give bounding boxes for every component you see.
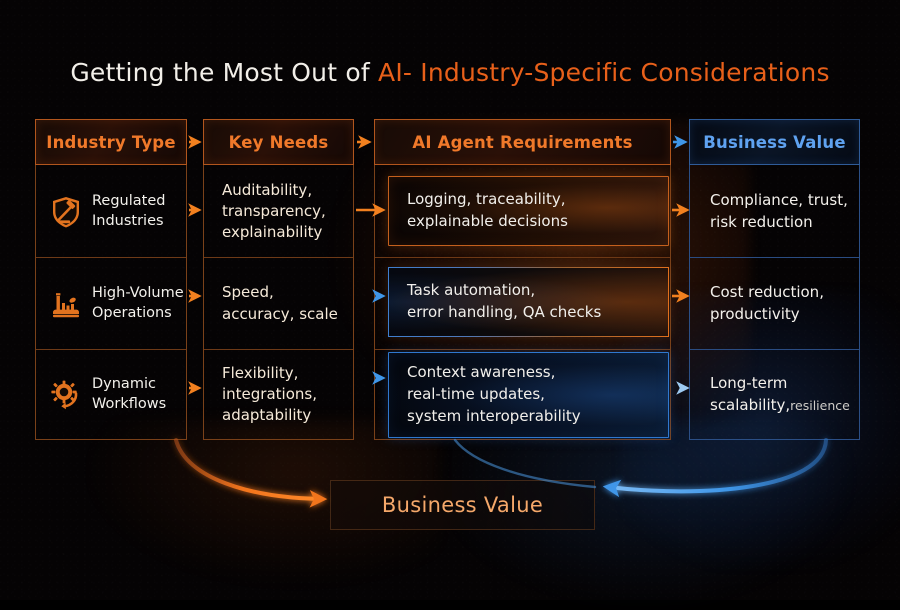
- blue-curve: [602, 438, 828, 498]
- requirement-box-high-volume[interactable]: Task automation, error handling, QA chec…: [388, 267, 669, 337]
- requirement-box-dynamic[interactable]: Context awareness, real-time updates, sy…: [388, 352, 669, 438]
- shield-gavel-icon: [49, 195, 83, 229]
- header-key-needs[interactable]: Key Needs: [203, 119, 354, 165]
- cell-needs-dynamic[interactable]: Flexibility, integrations, adaptability: [204, 350, 353, 439]
- footer-business-value-label: Business Value: [381, 493, 544, 517]
- footer-business-value-box[interactable]: Business Value: [330, 480, 595, 530]
- page-title: Getting the Most Out of AI- Industry-Spe…: [0, 58, 900, 87]
- cell-industry-regulated[interactable]: Regulated Industries: [36, 166, 186, 257]
- row-divider-1-col2: [204, 257, 353, 258]
- needs-text-regulated: Auditability, transparency, explainabili…: [222, 180, 326, 242]
- needs-text-dynamic: Flexibility, integrations, adaptability: [222, 363, 317, 425]
- requirement-text-regulated: Logging, traceability, explainable decis…: [407, 190, 568, 230]
- row-divider-1-col1: [36, 257, 186, 258]
- industry-label-high-volume: High-Volume Operations: [92, 285, 184, 321]
- header-business-value[interactable]: Business Value: [689, 119, 860, 165]
- factory-icon: [49, 287, 83, 321]
- cell-value-dynamic[interactable]: Long-term scalability,resilience: [690, 350, 859, 439]
- value-text-regulated: Compliance, trust, risk reduction: [710, 191, 848, 231]
- orange-curve: [174, 438, 328, 508]
- industry-label-dynamic: Dynamic Workflows: [92, 376, 167, 412]
- row-divider-1-col3: [375, 257, 670, 258]
- header-business-value-label: Business Value: [703, 132, 846, 152]
- cell-industry-high-volume[interactable]: High-Volume Operations: [36, 258, 186, 349]
- row-divider-2-col2: [204, 349, 353, 350]
- industry-label-regulated: Regulated Industries: [92, 193, 166, 229]
- header-ai-agent-requirements-label: AI Agent Requirements: [412, 132, 633, 152]
- cell-value-high-volume[interactable]: Cost reduction, productivity: [690, 258, 859, 349]
- header-ai-agent-requirements[interactable]: AI Agent Requirements: [374, 119, 671, 165]
- cell-value-regulated[interactable]: Compliance, trust, risk reduction: [690, 166, 859, 257]
- requirement-text-high-volume: Task automation, error handling, QA chec…: [407, 281, 602, 321]
- header-industry-type-label: Industry Type: [46, 132, 176, 152]
- requirement-text-dynamic: Context awareness, real-time updates, sy…: [407, 363, 581, 425]
- requirement-box-regulated[interactable]: Logging, traceability, explainable decis…: [388, 176, 669, 246]
- page-title-lead: Getting the Most Out of: [70, 58, 379, 87]
- row-divider-2-col1: [36, 349, 186, 350]
- needs-text-high-volume: Speed, accuracy, scale: [222, 283, 338, 323]
- row-divider-2-col4: [690, 349, 859, 350]
- row-divider-2-col3: [375, 349, 670, 350]
- value-text-dynamic-small: resilience: [790, 397, 850, 413]
- value-text-high-volume: Cost reduction, productivity: [710, 283, 824, 323]
- header-industry-type[interactable]: Industry Type: [35, 119, 187, 165]
- value-text-dynamic: Long-term scalability,resilience: [710, 374, 850, 414]
- page-title-accent: AI- Industry-Specific Considerations: [378, 58, 830, 87]
- cell-needs-high-volume[interactable]: Speed, accuracy, scale: [204, 258, 353, 349]
- gear-refresh-icon: [49, 378, 83, 412]
- cell-industry-dynamic[interactable]: Dynamic Workflows: [36, 350, 186, 439]
- header-key-needs-label: Key Needs: [228, 132, 329, 152]
- row-divider-1-col4: [690, 257, 859, 258]
- cell-needs-regulated[interactable]: Auditability, transparency, explainabili…: [204, 166, 353, 257]
